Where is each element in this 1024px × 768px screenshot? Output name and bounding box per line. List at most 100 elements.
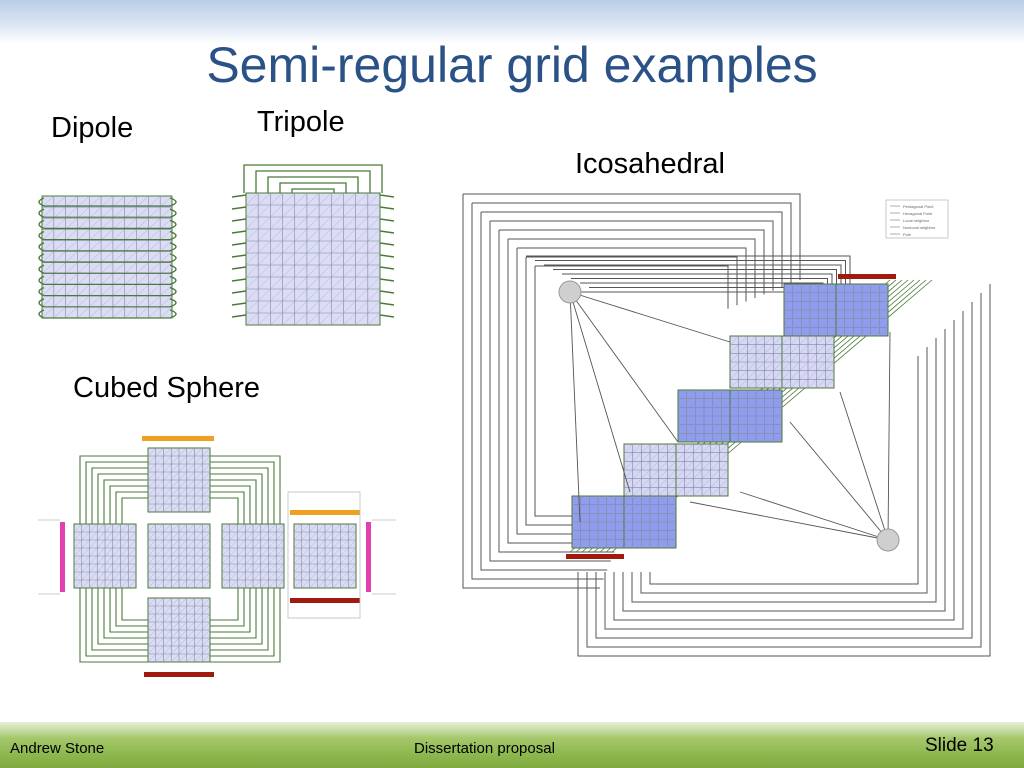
tripole-wrap-line [379, 230, 395, 234]
grid-diagonal [835, 309, 845, 319]
grid-diagonal [100, 251, 114, 263]
grid-diagonal [571, 513, 581, 523]
grid-diagonal [799, 370, 809, 380]
grid-diagonal [764, 379, 774, 389]
grid-diagonal [89, 306, 102, 319]
grid-diagonal [128, 547, 137, 557]
grid-diagonal [202, 579, 211, 589]
grid-diagonal [73, 579, 82, 589]
grid-diagonal [309, 571, 318, 581]
grid-diagonal [340, 555, 349, 565]
grid-diagonal [148, 218, 161, 230]
grid-diagonal [112, 273, 125, 285]
grid-diagonal [178, 463, 187, 473]
footer-author: Andrew Stone [10, 740, 105, 757]
grid-diagonal [81, 523, 90, 533]
grid-diagonal [623, 521, 633, 531]
icosa-pole-line [569, 291, 679, 443]
grid-diagonal [792, 327, 802, 337]
grid-diagonal [667, 443, 677, 453]
grid-diagonal [163, 455, 172, 465]
grid-diagonal [186, 523, 195, 533]
grid-diagonal [331, 204, 344, 218]
grid-diagonal [306, 240, 320, 254]
cubed-pole-bar-right [366, 522, 371, 592]
grid-diagonal [171, 463, 180, 473]
grid-diagonal [53, 240, 66, 252]
tripole-wrap-line [231, 314, 247, 318]
grid-diagonal [202, 621, 211, 631]
grid-diagonal [147, 495, 156, 505]
grid-diagonal [186, 563, 195, 573]
grid-diagonal [747, 407, 757, 417]
grid-diagonal [124, 206, 137, 219]
grid-diagonal [667, 513, 677, 523]
grid-diagonal [128, 531, 137, 541]
grid-diagonal [73, 563, 82, 573]
grid-diagonal [163, 563, 172, 573]
grid-diagonal [163, 653, 172, 663]
grid-diagonal [65, 295, 78, 308]
grid-diagonal [178, 531, 187, 541]
icosa-wrap-line [562, 273, 833, 288]
grid-diagonal [712, 398, 722, 408]
grid-diagonal [282, 288, 295, 302]
grid-diagonal [148, 195, 161, 208]
grid-diagonal [367, 276, 381, 290]
grid-diagonal [186, 555, 195, 565]
grid-diagonal [801, 309, 811, 319]
grid-diagonal [260, 523, 269, 533]
grid-diagonal [252, 571, 261, 581]
grid-diagonal [89, 284, 102, 296]
grid-diagonal [53, 295, 66, 308]
icosahedral-label: Icosahedral [575, 148, 725, 180]
grid-diagonal [367, 228, 381, 242]
grid-diagonal [112, 306, 125, 319]
grid-diagonal [163, 495, 172, 505]
grid-diagonal [194, 503, 203, 513]
grid-diagonal [340, 539, 349, 549]
grid-diagonal [641, 452, 651, 462]
grid-diagonal [343, 252, 356, 266]
grid-diagonal [853, 283, 863, 293]
grid-diagonal [194, 547, 203, 557]
grid-diagonal [597, 495, 607, 505]
grid-diagonal [597, 539, 607, 549]
grid-diagonal [270, 192, 283, 206]
grid-diagonal [178, 653, 187, 663]
grid-diagonal [710, 469, 720, 479]
grid-diagonal [818, 301, 828, 311]
grid-diagonal [178, 447, 187, 457]
grid-diagonal [178, 479, 187, 489]
grid-diagonal [701, 478, 711, 488]
grid-diagonal [729, 370, 739, 380]
grid-diagonal [202, 531, 211, 541]
grid-diagonal [649, 478, 659, 488]
grid-diagonal [764, 433, 774, 443]
grid-diagonal [65, 284, 78, 296]
grid-diagonal [340, 531, 349, 541]
grid-diagonal [580, 495, 590, 505]
grid-diagonal [194, 605, 203, 615]
grid-diagonal [245, 563, 254, 573]
icosa-wrap-line [577, 284, 991, 657]
grid-diagonal [41, 218, 54, 230]
icosa-wrap-line [622, 329, 946, 612]
grid-diagonal [100, 206, 114, 219]
grid-diagonal [355, 216, 368, 230]
grid-diagonal [667, 495, 677, 505]
grid-diagonal [641, 478, 651, 488]
grid-diagonal [306, 192, 320, 206]
grid-diagonal [710, 487, 720, 497]
grid-diagonal [53, 195, 66, 208]
grid-diagonal [675, 469, 685, 479]
grid-diagonal [658, 461, 668, 471]
grid-diagonal [282, 192, 295, 206]
grid-diagonal [229, 539, 238, 549]
grid-diagonal [684, 478, 694, 488]
grid-diagonal [202, 605, 211, 615]
grid-diagonal [879, 327, 889, 337]
grid-diagonal [870, 292, 880, 302]
grid-diagonal [801, 283, 811, 293]
grid-diagonal [186, 539, 195, 549]
